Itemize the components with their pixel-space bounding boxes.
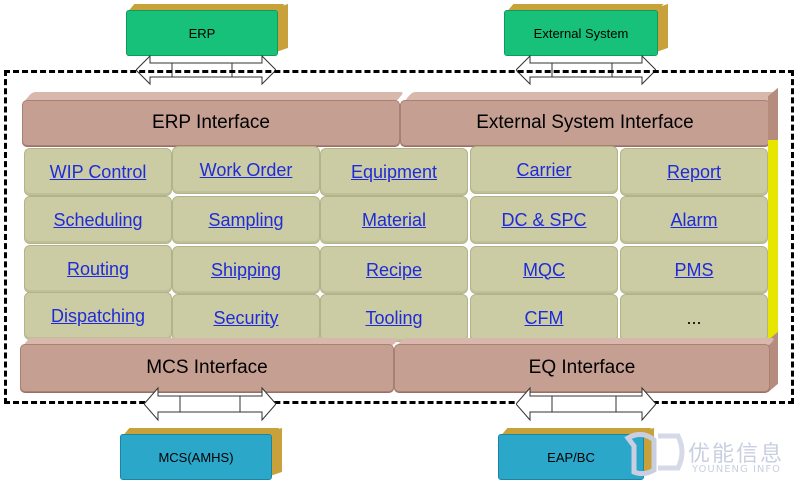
module-equipment[interactable]: Equipment [320, 148, 468, 196]
module-work-order[interactable]: Work Order [172, 146, 320, 194]
module-more: ... [620, 294, 768, 342]
module-pms[interactable]: PMS [620, 246, 768, 294]
module-label: Tooling [365, 307, 423, 328]
mcs-interface-label: MCS Interface [146, 357, 268, 378]
mes-boundary-frame [4, 70, 794, 404]
module-label: DC & SPC [501, 209, 587, 230]
module-scheduling[interactable]: Scheduling [24, 196, 172, 244]
module-label: Equipment [350, 161, 438, 182]
module-label: Scheduling [53, 209, 143, 230]
erp-interface-label: ERP Interface [152, 112, 270, 133]
module-shipping[interactable]: Shipping [172, 246, 320, 294]
module-routing[interactable]: Routing [24, 245, 172, 293]
module-alarm[interactable]: Alarm [620, 196, 768, 244]
module-label: Report [666, 161, 722, 182]
watermark-en: YOUNENG INFO [692, 464, 782, 475]
eq-interface-label: EQ Interface [528, 357, 636, 378]
external-system-label: External System [533, 25, 629, 41]
module-material[interactable]: Material [320, 196, 468, 244]
watermark-logo-icon [624, 432, 685, 477]
external-interface-label: External System Interface [476, 112, 694, 133]
module-label: Alarm [670, 209, 718, 230]
module-label: Material [361, 209, 427, 230]
module-sampling[interactable]: Sampling [172, 196, 320, 244]
module-dispatching[interactable]: Dispatching [24, 292, 172, 340]
mcs-amhs-box: MCS(AMHS) [120, 434, 272, 480]
module-label: Carrier [516, 159, 572, 180]
module-label: Security [213, 307, 279, 328]
eap-bc-label: EAP/BC [547, 449, 595, 465]
external-system-box: External System [504, 10, 658, 56]
erp-system-box: ERP [126, 10, 278, 56]
watermark-cn: 优能信息 [688, 442, 785, 467]
external-system-interface-bar: External System Interface [400, 100, 770, 146]
mcs-amhs-label: MCS(AMHS) [158, 449, 234, 465]
module-grid-side [768, 140, 778, 340]
module-label: Work Order [199, 159, 293, 180]
module-dc-spc[interactable]: DC & SPC [470, 196, 618, 244]
eq-interface-bar: EQ Interface [394, 344, 770, 392]
module-security[interactable]: Security [172, 294, 320, 342]
module-recipe[interactable]: Recipe [320, 246, 468, 294]
module-mqc[interactable]: MQC [470, 246, 618, 294]
module-label: Recipe [365, 259, 423, 280]
eap-double-arrow [516, 386, 656, 422]
mcs-double-arrow [144, 386, 276, 422]
mcs-interface-bar: MCS Interface [20, 344, 394, 392]
module-tooling[interactable]: Tooling [320, 294, 468, 342]
module-report[interactable]: Report [620, 148, 768, 196]
module-label: WIP Control [49, 161, 147, 182]
eap-bc-box: EAP/BC [498, 434, 644, 480]
module-label: Routing [66, 258, 130, 279]
module-label: ... [686, 307, 702, 328]
module-label: MQC [523, 259, 565, 280]
module-cfm[interactable]: CFM [470, 294, 618, 342]
module-label: Shipping [210, 259, 282, 280]
module-label: Sampling [208, 209, 284, 230]
erp-interface-bar: ERP Interface [22, 100, 400, 146]
module-label: CFM [524, 307, 564, 328]
module-carrier[interactable]: Carrier [470, 146, 618, 194]
module-wip-control[interactable]: WIP Control [24, 148, 172, 196]
module-label: Dispatching [50, 305, 146, 326]
module-label: PMS [674, 259, 714, 280]
erp-system-label: ERP [188, 25, 216, 41]
